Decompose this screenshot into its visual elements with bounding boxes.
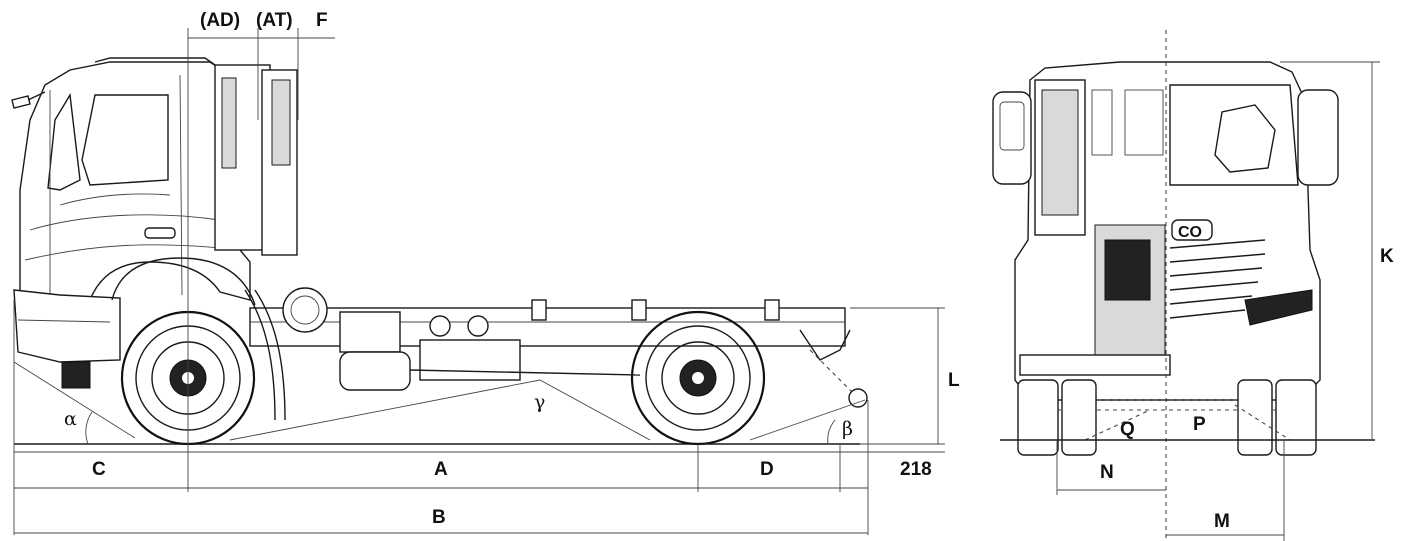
right-mirror [1297, 89, 1339, 186]
side-mirror [11, 91, 46, 109]
approach-angle-line [13, 361, 136, 439]
right-tire-outer [1275, 379, 1317, 456]
front-cab-outline [1014, 61, 1321, 401]
tow-hook [61, 361, 91, 389]
label-m: M [1214, 511, 1230, 532]
front-wheel-arch [111, 257, 256, 306]
clearance-line-p [1234, 404, 1291, 441]
left-tire-outer [1017, 379, 1059, 456]
cab-window [81, 94, 169, 186]
front-view: CO [992, 30, 1380, 541]
label-a: A [434, 459, 448, 480]
label-q: Q [1120, 419, 1135, 440]
driveshaft [409, 369, 641, 376]
label-c: C [92, 459, 106, 480]
front-windshield [1169, 84, 1299, 186]
air-filter [282, 287, 328, 333]
ramp-angle-line-rear [539, 379, 651, 441]
rear-coupling [799, 329, 851, 361]
exhaust-pipe [254, 289, 286, 421]
label-overhang-value: 218 [900, 459, 932, 480]
right-tire-inner [1237, 379, 1273, 456]
label-alpha: α [64, 408, 77, 430]
label-b: B [432, 507, 446, 528]
label-d: D [760, 459, 774, 480]
side-view [11, 28, 945, 535]
front-bumper [13, 289, 121, 363]
front-grille [1169, 239, 1266, 319]
left-tire-inner [1061, 379, 1097, 456]
front-bumper-left [1019, 354, 1171, 376]
left-mirror [992, 91, 1032, 185]
label-f: F [316, 10, 328, 31]
grille-badge [1171, 219, 1213, 241]
ramp-angle-line-front [229, 379, 541, 441]
label-k: K [1380, 246, 1394, 267]
label-beta: β [842, 418, 853, 440]
driver-seat [1214, 104, 1276, 173]
cab-windshield [47, 92, 81, 191]
label-n: N [1100, 462, 1114, 483]
transfer-case [339, 351, 411, 391]
label-l: L [948, 370, 960, 391]
headlight [1244, 289, 1313, 326]
label-at: (AT) [256, 10, 293, 31]
vent-slats-rear [271, 79, 291, 166]
label-gamma: γ [534, 391, 545, 413]
label-ad: (AD) [200, 10, 240, 31]
clearance-line-q [1084, 409, 1151, 441]
chassis-frame [249, 307, 846, 347]
grille-badge-text: CO [1178, 224, 1202, 241]
door-handle [144, 227, 176, 239]
label-p: P [1193, 414, 1206, 435]
vent-slats-front [221, 77, 237, 169]
departure-angle-line [749, 399, 866, 441]
rear-tow-ball [848, 388, 868, 408]
gearbox [339, 311, 401, 353]
